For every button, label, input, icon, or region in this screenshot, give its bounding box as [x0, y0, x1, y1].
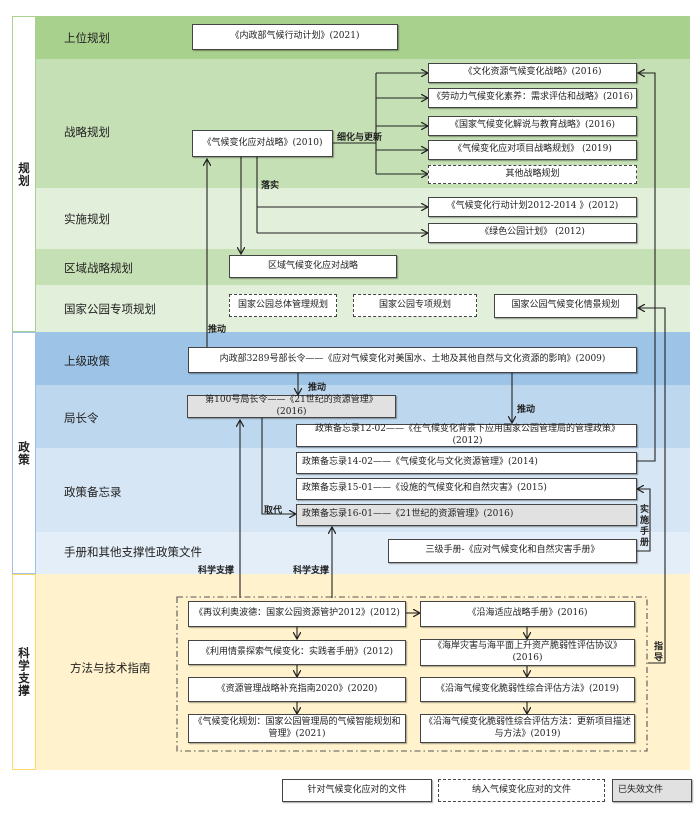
doc-scenarios-handbook[interactable]: 《利用情景探索气候变化：实践者手册》(2012): [188, 640, 406, 665]
row-implementation-planning: 实施规划: [64, 212, 110, 226]
doc-label: 《再议利奥波德：国家公园资源管护2012》(2012): [194, 608, 400, 619]
doc-park-special-plan[interactable]: 国家公园专项规划: [353, 294, 477, 317]
doc-regional-strategy[interactable]: 区域气候变化应对战略: [229, 255, 397, 278]
section-policy: 政策: [12, 332, 36, 574]
edge-label-replace: 取代: [264, 506, 283, 516]
doc-secretarial-order-3289[interactable]: 内政部3289号部长令——《应对气候变化对美国水、土地及其他自然与文化资源的影响…: [188, 347, 637, 373]
doc-climate-smart-planning[interactable]: 《气候变化规划：国家公园管理局的气候智能规划和管理》(2021): [188, 714, 406, 743]
row-upper-policy: 上级政策: [64, 354, 110, 368]
doc-director-order-100[interactable]: 第100号局长令——《21世纪的资源管理》(2016): [187, 395, 396, 418]
doc-coastal-adaptation-handbook[interactable]: 《沿海适应战略手册》(2016): [420, 601, 635, 627]
section-science-label: 科学支撑: [17, 647, 31, 697]
row-methods: 方法与技术指南: [70, 661, 151, 675]
doc-climate-response-strategy[interactable]: 《气候变化应对战略》(2010): [192, 130, 333, 157]
doc-label: 政策备忘录15-01——《设施的气候变化和自然灾害》(2015): [302, 483, 547, 494]
doc-resource-strategy-guide[interactable]: 《资源管理战略补充指南2020》(2020): [188, 677, 406, 702]
doc-general-management-plan[interactable]: 国家公园总体管理规划: [229, 294, 337, 317]
doc-other-strategic-plans[interactable]: 其他战略规划: [428, 165, 637, 184]
doc-cultural-resources-strategy[interactable]: 《文化资源气候变化战略》(2016): [428, 63, 637, 83]
doc-doi-climate-action-plan[interactable]: 《内政部气候行动计划》(2021): [192, 24, 398, 50]
edge-label-implement: 落实: [261, 181, 280, 191]
doc-label: 《内政部气候行动计划》(2021): [230, 31, 360, 42]
doc-label: 《文化资源气候变化战略》(2016): [463, 67, 602, 78]
doc-label: 《气候变化应对战略》(2010): [202, 137, 323, 148]
doc-interpretation-education[interactable]: 《国家气候变化解说与教育战略》(2016): [428, 116, 637, 136]
edge-label-implementation-manual: 实施手册: [639, 505, 649, 548]
edge-label-refine-update: 细化与更新: [337, 133, 383, 143]
doc-label: 政策备忘录12-02——《在气候变化背景下应用国家公园管理局的管理政策》(201…: [315, 424, 620, 446]
doc-label: 《气候变化行动计划2012-2014 》(2012): [446, 201, 619, 212]
section-policy-label: 政策: [17, 440, 31, 466]
doc-level3-handbook[interactable]: 三级手册-《应对气候变化和自然灾害手册》: [388, 539, 637, 563]
doc-label: 《国家气候变化解说与教育战略》(2016): [450, 120, 615, 131]
row-handbooks: 手册和其他支撑性政策文件: [64, 545, 202, 559]
doc-label: 《沿海适应战略手册》(2016): [467, 608, 588, 619]
doc-label: 《资源管理战略补充指南2020》(2020): [216, 683, 378, 694]
doc-label: 《海岸灾害与海平面上升资产脆弱性评估协议》(2016): [432, 641, 622, 663]
doc-label: 《气候变化应对项目战略规划》 (2019): [453, 144, 612, 155]
doc-label: 《绿色公园计划》 (2012): [480, 227, 585, 238]
doc-action-plan-2012-2014[interactable]: 《气候变化行动计划2012-2014 》(2012): [428, 197, 637, 217]
edge-label-drive-memo: 推动: [517, 405, 536, 415]
doc-memo-16-01[interactable]: 政策备忘录16-01——《21世纪的资源管理》(2016): [296, 504, 637, 526]
doc-coastal-vulnerability-method[interactable]: 《沿海气候变化脆弱性综合评估方法》(2019): [420, 677, 635, 702]
doc-memo-14-02[interactable]: 政策备忘录14-02——《气候变化与文化资源管理》(2014): [296, 452, 637, 474]
doc-coastal-hazards-protocol[interactable]: 《海岸灾害与海平面上升资产脆弱性评估协议》(2016): [420, 639, 635, 666]
legend-incorporated: 纳入气候变化应对的文件: [438, 779, 605, 802]
edge-label-guide: 指导: [653, 642, 663, 663]
doc-label: 政策备忘录14-02——《气候变化与文化资源管理》(2014): [302, 457, 538, 468]
row-upper-planning: 上位规划: [64, 31, 110, 45]
doc-label: 《气候变化规划：国家公园管理局的气候智能规划和管理》(2021): [193, 717, 401, 739]
doc-coastal-vulnerability-update[interactable]: 《沿海气候变化脆弱性综合评估方法：更新项目描述与方法》(2019): [420, 714, 635, 743]
section-planning-label: 规划: [17, 161, 31, 187]
doc-program-strategic-plan[interactable]: 《气候变化应对项目战略规划》 (2019): [428, 140, 637, 160]
edge-label-science-2: 科学支撑: [293, 566, 330, 576]
doc-label: 其他战略规划: [505, 168, 560, 179]
doc-label: 内政部3289号部长令——《应对气候变化对美国水、土地及其他自然与文化资源的影响…: [219, 354, 606, 365]
row-policy-memo: 政策备忘录: [64, 485, 122, 499]
edge-label-drive-strategy: 推动: [208, 325, 227, 335]
doc-label: 国家公园气候变化情景规划: [511, 300, 620, 311]
row-park-special-planning: 国家公园专项规划: [64, 302, 156, 316]
doc-label: 《利用情景探索气候变化：实践者手册》(2012): [201, 646, 393, 657]
doc-green-parks-plan[interactable]: 《绿色公园计划》 (2012): [428, 223, 637, 243]
doc-label: 国家公园总体管理规划: [237, 299, 328, 310]
doc-label: 第100号局长令——《21世纪的资源管理》(2016): [205, 395, 378, 417]
legend-expired-label: 已失效文件: [618, 784, 664, 795]
doc-label: 区域气候变化应对战略: [267, 260, 358, 271]
row-strategic-planning: 战略规划: [64, 125, 110, 139]
doc-memo-15-01[interactable]: 政策备忘录15-01——《设施的气候变化和自然灾害》(2015): [296, 478, 637, 500]
doc-scenario-plan[interactable]: 国家公园气候变化情景规划: [494, 294, 637, 318]
doc-revisiting-leopold[interactable]: 《再议利奥波德：国家公园资源管护2012》(2012): [188, 601, 406, 627]
doc-label: 《沿海气候变化脆弱性综合评估方法：更新项目描述与方法》(2019): [424, 717, 632, 739]
legend-targeted-label: 针对气候变化应对的文件: [307, 784, 407, 795]
doc-memo-12-02[interactable]: 政策备忘录12-02——《在气候变化背景下应用国家公园管理局的管理政策》(201…: [296, 424, 637, 447]
doc-label: 《劳动力气候变化素养：需求评估和战略》(2016): [432, 92, 633, 103]
section-science: 科学支撑: [12, 574, 36, 770]
legend-expired: 已失效文件: [612, 779, 692, 802]
row-director-order: 局长令: [64, 411, 99, 425]
legend-targeted: 针对气候变化应对的文件: [282, 779, 432, 802]
edge-label-drive-director: 推动: [308, 383, 327, 393]
doc-label: 国家公园专项规划: [378, 299, 451, 310]
row-regional-planning: 区域战略规划: [64, 261, 133, 275]
edge-label-science-1: 科学支撑: [198, 566, 235, 576]
doc-label: 政策备忘录16-01——《21世纪的资源管理》(2016): [302, 509, 514, 520]
section-planning: 规划: [12, 16, 36, 332]
doc-label: 三级手册-《应对气候变化和自然灾害手册》: [425, 545, 600, 556]
doc-workforce-literacy[interactable]: 《劳动力气候变化素养：需求评估和战略》(2016): [428, 88, 637, 108]
doc-label: 《沿海气候变化脆弱性综合评估方法》(2019): [436, 683, 619, 694]
legend-incorporated-label: 纳入气候变化应对的文件: [471, 784, 571, 795]
